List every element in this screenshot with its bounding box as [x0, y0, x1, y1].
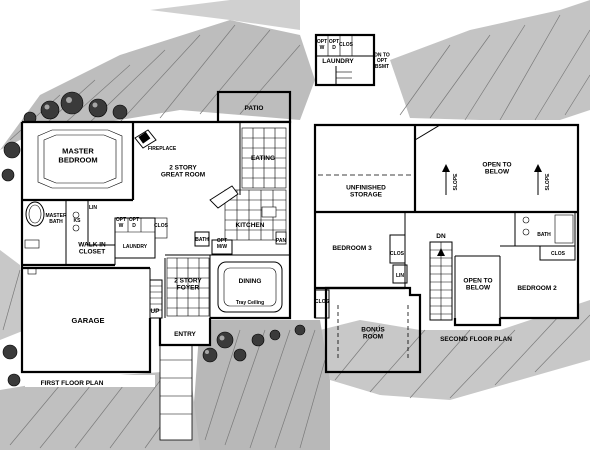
slope-left-label: SLOPE — [453, 173, 459, 191]
tray-ceiling-label: Tray Ceiling — [236, 300, 264, 306]
first-floor-plan — [20, 120, 292, 374]
eating-label: EATING — [251, 155, 275, 162]
second-floor-plan-title: SECOND FLOOR PLAN — [440, 336, 512, 343]
patio-label: PATIO — [245, 105, 264, 112]
kitchen-area — [209, 185, 287, 245]
bedroom-2-label: BEDROOM 2 — [517, 285, 557, 292]
stair-down-label: DN — [436, 233, 446, 240]
slope-right-label: SLOPE — [545, 173, 551, 191]
foyer-tile-grid — [166, 257, 210, 317]
second-floor-plan — [313, 123, 580, 374]
second-floor-linen-label: LIN — [396, 273, 404, 279]
entry-label: ENTRY — [174, 331, 196, 338]
garage-label: GARAGE — [72, 316, 105, 325]
laundry-label: LAUNDRY — [123, 244, 148, 250]
bonus-closet-label: CLOS — [315, 299, 330, 305]
inset-clos: CLOS — [339, 42, 354, 48]
bedroom-2-closet-label: CLOS — [551, 251, 566, 257]
bedroom-3-label: BEDROOM 3 — [332, 245, 372, 252]
laundry-closet-label: CLOS — [154, 223, 169, 229]
fireplace-label: FIREPLACE — [148, 146, 177, 152]
first-floor-plan-title: FIRST FLOOR PLAN — [41, 380, 104, 387]
bedroom-3-closet-label: CLOS — [390, 251, 405, 257]
pantry-label: PAN — [276, 238, 287, 244]
dining-label: DINING — [239, 278, 262, 285]
inset-laundry: LAUNDRY — [322, 58, 354, 65]
ks-label: KS — [74, 218, 82, 224]
eating-tile-grid — [241, 127, 287, 189]
stair-up-label: UP — [150, 308, 160, 315]
second-floor-bath-label: BATH — [537, 232, 551, 238]
kitchen-label: KITCHEN — [236, 222, 265, 229]
second-floor-stair — [429, 241, 453, 321]
walkway — [25, 344, 193, 441]
first-floor-stair — [149, 279, 163, 319]
linen-label: LIN — [89, 205, 97, 211]
half-bath-label: BATH — [195, 237, 209, 243]
